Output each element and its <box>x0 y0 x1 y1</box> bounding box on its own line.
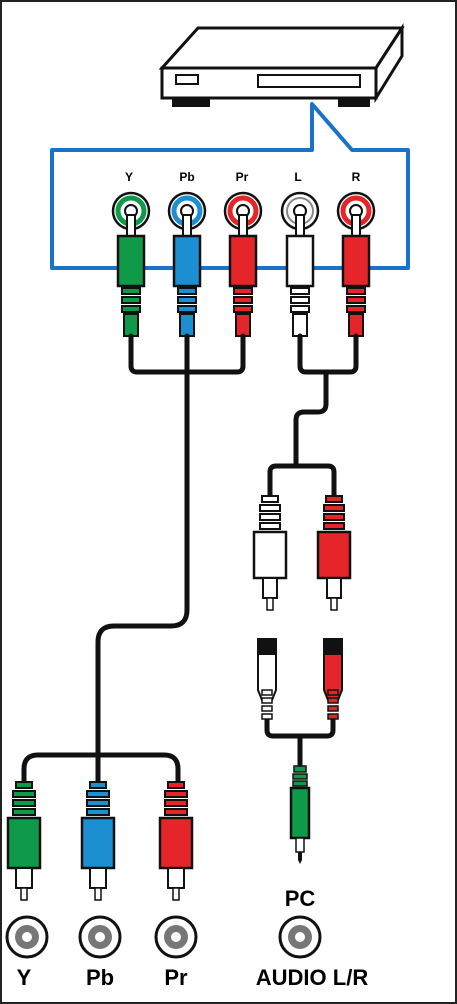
tv-jack-pb <box>78 915 122 959</box>
tv-label-pc: PC <box>285 886 316 911</box>
panel-label-y: Y <box>125 170 133 184</box>
component-video-cable <box>21 333 246 785</box>
plug-bottom-y <box>6 781 42 901</box>
source-device-icon <box>158 22 405 107</box>
panel-label-r: R <box>352 170 361 184</box>
panel-label-pb: Pb <box>179 170 194 184</box>
plug-bottom-pb <box>80 781 116 901</box>
panel-label-pr: Pr <box>236 170 249 184</box>
plug-top-l <box>285 214 315 337</box>
plug-audio-white <box>252 495 288 611</box>
tv-jack-y <box>5 915 49 959</box>
adapter-female-white <box>257 638 277 720</box>
plug-audio-red <box>316 495 352 611</box>
tv-jack-pc-audio <box>278 915 322 959</box>
plug-top-y <box>116 214 146 337</box>
tv-label-pb: Pb <box>86 965 114 990</box>
tv-label-audio: AUDIO L/R <box>256 965 369 990</box>
panel-jack-l <box>280 191 320 231</box>
plug-top-pb <box>172 214 202 337</box>
plug-top-pr <box>228 214 258 337</box>
tv-label-y: Y <box>17 965 32 990</box>
adapter-female-red <box>323 638 343 720</box>
plug-bottom-pr <box>158 781 194 901</box>
tv-jack-pr <box>154 915 198 959</box>
panel-label-l: L <box>294 170 301 184</box>
plug-top-r <box>341 214 371 337</box>
audio-cable <box>264 333 359 769</box>
device-panel-callout <box>50 102 410 270</box>
plug-3-5mm-green <box>289 765 311 864</box>
tv-label-pr: Pr <box>164 965 188 990</box>
